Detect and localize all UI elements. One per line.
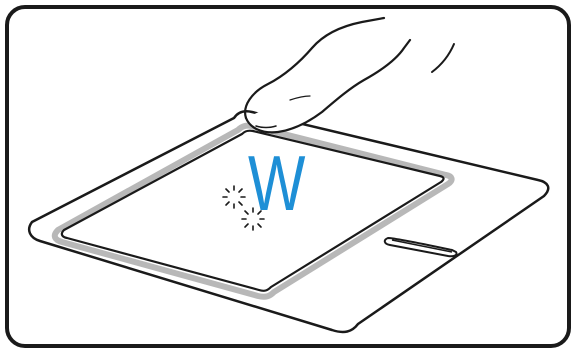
gesture-letter: W <box>248 140 305 227</box>
